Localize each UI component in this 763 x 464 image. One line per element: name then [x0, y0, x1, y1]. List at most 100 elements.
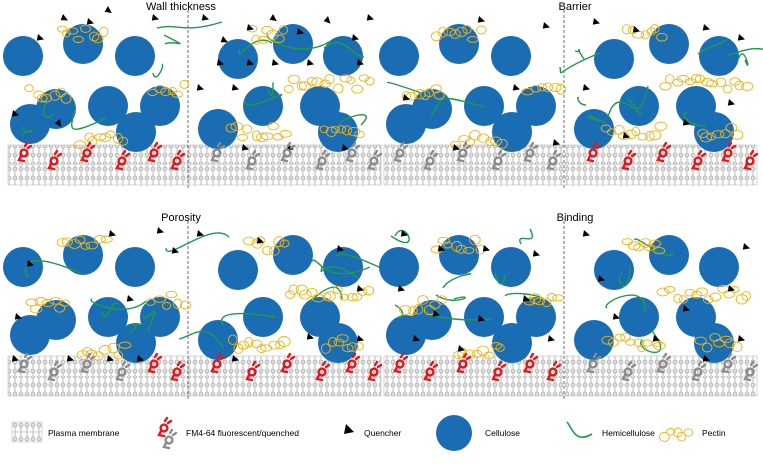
hemicellulose-strand: [559, 52, 601, 74]
pectin-cluster: [601, 332, 666, 352]
hemicellulose-strand: [43, 101, 55, 118]
pectin-cluster: [56, 24, 109, 44]
legend-label-plasma-membrane: Plasma membrane: [48, 428, 120, 438]
quencher: [336, 245, 344, 252]
hemicellulose-strand: [24, 260, 81, 279]
quencher: [296, 28, 304, 35]
quencher: [151, 14, 159, 21]
dye-fluorescent: [147, 352, 163, 374]
dye-fluorescent: [491, 360, 507, 382]
hemicellulose-strand: [220, 312, 276, 327]
dye-quenched: [523, 141, 539, 163]
quencher: [196, 84, 204, 91]
pectin-cluster: [600, 121, 668, 142]
dye-fluorescent: [315, 360, 331, 382]
cellulose-left-2: [115, 247, 155, 287]
quencher: [366, 14, 374, 21]
quencher: [682, 119, 690, 126]
dye-fluorescent: [393, 352, 409, 374]
cellulose-right-3: [619, 297, 659, 337]
cellulose-left-4: [464, 297, 504, 337]
dye-quenched: [210, 141, 226, 163]
cellulose-left-7: [492, 323, 532, 363]
quencher: [402, 94, 410, 101]
cellulose-left-1: [439, 235, 479, 275]
cellulose-right-3: [243, 297, 283, 337]
cellulose-left-6: [386, 315, 426, 355]
quencher: [108, 230, 116, 237]
legend-label-hemicellulose: Hemicellulose: [602, 428, 655, 438]
quencher: [477, 315, 485, 322]
cellulose-right-2: [699, 247, 739, 287]
hemicellulose-strand: [394, 304, 404, 319]
quencher: [737, 34, 745, 41]
pectin-cluster: [453, 342, 505, 360]
hemicellulose-strand: [165, 232, 230, 252]
panel-title-binding: Binding: [557, 212, 594, 224]
quencher: [231, 84, 239, 91]
hemicellulose-strand: [244, 93, 283, 106]
dye-fluorescent: [423, 360, 439, 382]
dye-quenched: [245, 149, 261, 171]
hemicellulose-strand: [519, 228, 533, 245]
quencher: [66, 355, 74, 362]
quencher: [482, 245, 490, 252]
quencher: [592, 18, 600, 25]
quencher: [231, 355, 239, 362]
pectin-cluster: [319, 125, 365, 139]
pectin-cluster: [656, 285, 722, 304]
dye-fluorescent: [691, 149, 707, 171]
dye-quenched: [315, 149, 331, 171]
hemicellulose-strand: [20, 126, 33, 136]
legend-dye-fluorescent: [157, 416, 173, 438]
quencher: [306, 333, 314, 340]
dye-fluorescent: [17, 141, 33, 163]
cellulose-left-1: [63, 235, 103, 275]
legend-label-pectin: Pectin: [702, 428, 726, 438]
quencher: [356, 335, 364, 342]
hemicellulose-strand: [90, 298, 147, 311]
pectin-cluster: [697, 123, 744, 143]
pectin-cluster: [147, 79, 190, 98]
quencher: [54, 119, 62, 127]
quencher: [246, 59, 254, 66]
pectin-cluster: [320, 334, 364, 354]
quencher: [622, 132, 630, 139]
quencher: [356, 59, 364, 66]
hemicellulose-strand: [430, 97, 485, 117]
quencher: [14, 313, 22, 320]
quencher: [400, 230, 408, 237]
hemicellulose-strand: [142, 310, 156, 332]
cellulose-left-2: [491, 36, 531, 76]
quencher: [512, 84, 520, 91]
quencher: [356, 285, 364, 292]
pectin-cluster: [228, 334, 291, 354]
hemicellulose-strand: [323, 41, 365, 58]
dye-quenched: [586, 352, 602, 374]
quencher: [682, 305, 690, 312]
cellulose-left-2: [115, 36, 155, 76]
pectin-cluster: [717, 284, 751, 305]
dye-quenched: [280, 141, 296, 163]
quencher: [532, 250, 540, 257]
dye-quenched: [80, 352, 96, 374]
legend: Plasma membrane FM4-64 fluorescent/quenc…: [11, 415, 726, 451]
hemicellulose-strand: [338, 114, 367, 126]
pectin-cluster: [24, 84, 72, 104]
quencher: [632, 26, 640, 33]
cellulose-left-4: [464, 86, 504, 126]
dye-fluorescent: [245, 360, 261, 382]
hemicellulose-strand: [238, 39, 273, 55]
cellulose-left-5: [516, 86, 556, 126]
dye-fluorescent: [280, 352, 296, 374]
panel-barrier: [379, 10, 763, 189]
hemicellulose-strand: [311, 259, 371, 275]
legend-dye-quenched: [162, 428, 178, 450]
hemicellulose-strand: [634, 238, 674, 256]
pectin-cluster: [659, 74, 719, 91]
quencher: [477, 16, 485, 23]
fm4-64-dye-icon: [157, 416, 178, 450]
hemicellulose-strand: [683, 112, 707, 127]
quencher: [220, 36, 228, 43]
